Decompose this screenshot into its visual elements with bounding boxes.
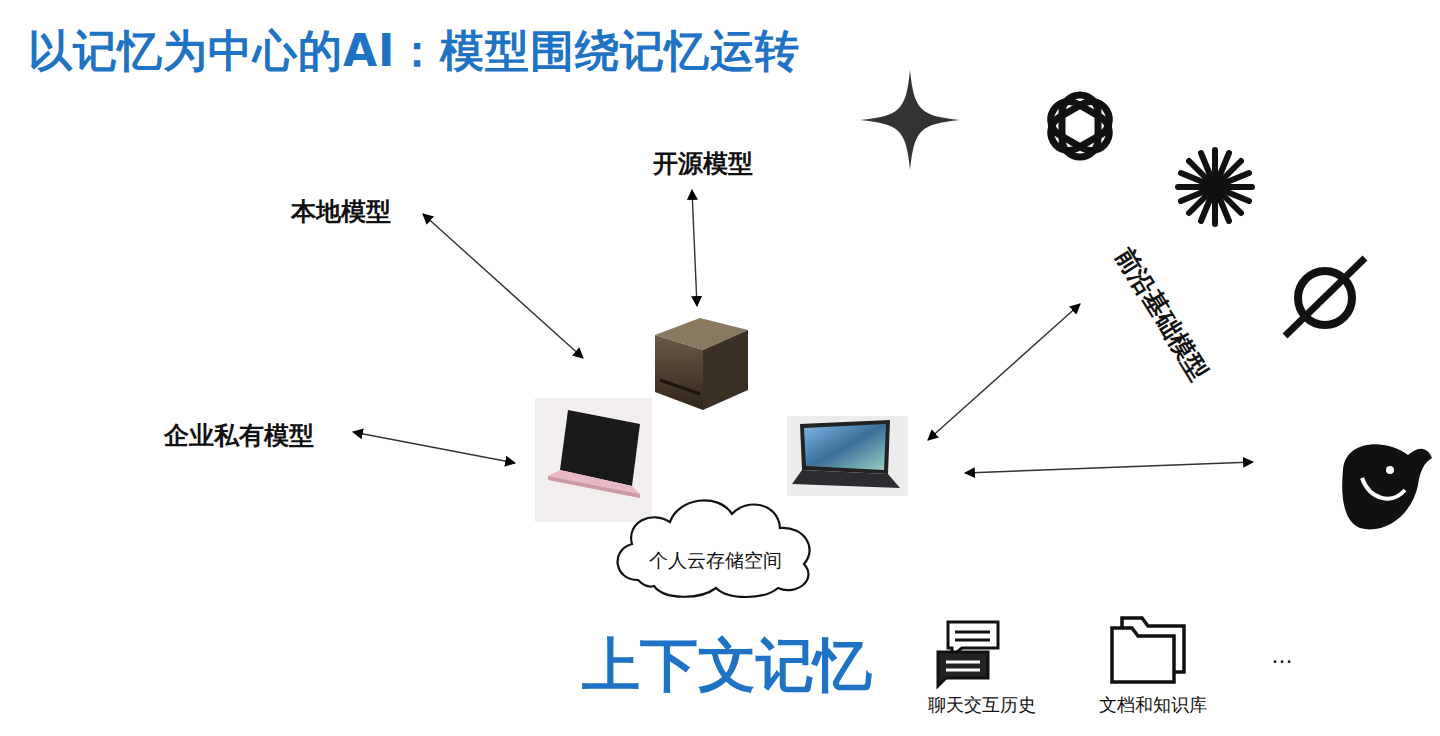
text-label: 开源模型 xyxy=(653,147,753,180)
double-arrow xyxy=(353,432,515,463)
text-label: ... xyxy=(1272,643,1293,668)
cloud-text: 个人云存储空间 xyxy=(608,548,822,574)
double-arrow xyxy=(692,190,697,306)
double-arrows xyxy=(353,190,1253,473)
text-label: 企业私有模型 xyxy=(164,419,314,452)
double-arrow xyxy=(965,462,1253,473)
openai-logo xyxy=(1044,95,1116,157)
text-label: 文档和知识库 xyxy=(1099,693,1207,717)
gemini-logo xyxy=(860,70,960,170)
text-label: 本地模型 xyxy=(291,195,391,228)
dark-laptop-image xyxy=(787,416,908,496)
text-label: 聊天交互历史 xyxy=(928,693,1036,717)
text-label: 前沿基础模型 xyxy=(1108,242,1215,387)
claude-logo xyxy=(1178,150,1252,224)
chat-history-icon xyxy=(938,622,998,686)
grok-logo xyxy=(1285,258,1365,336)
double-arrow xyxy=(423,214,583,358)
folder-icon xyxy=(1112,618,1184,682)
deepseek-logo xyxy=(1342,444,1432,529)
text-label: 上下文记忆 xyxy=(582,627,872,705)
pink-laptop-image xyxy=(535,398,652,522)
cloud-outline xyxy=(608,488,822,600)
cloud-node: 个人云存储空间 xyxy=(608,488,822,600)
double-arrow xyxy=(928,304,1080,440)
title: 以记忆为中心的AI：模型围绕记忆运转 xyxy=(28,22,800,81)
server-image xyxy=(655,318,748,410)
